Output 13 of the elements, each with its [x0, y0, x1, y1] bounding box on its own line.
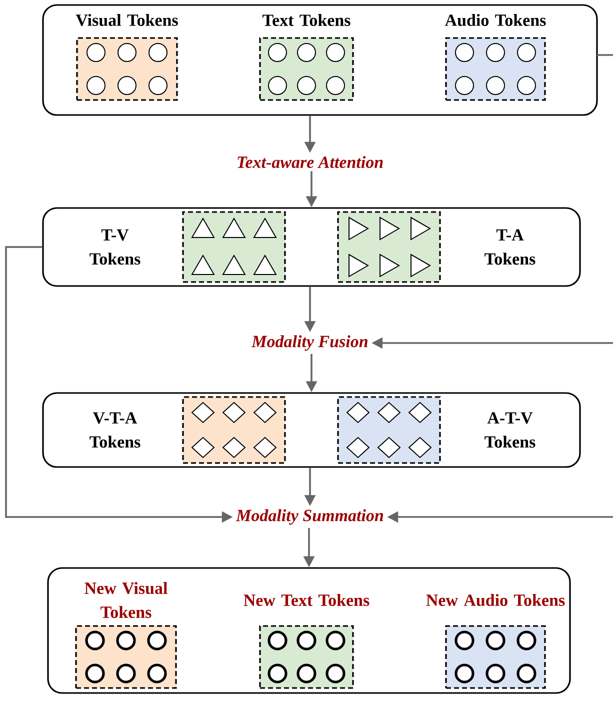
step-label: Text-aware Attention [238, 156, 383, 168]
group-heading: Text Tokens [262, 14, 350, 26]
group-heading: T-A Tokens [484, 229, 536, 265]
step-label: Modality Summation [236, 509, 384, 525]
group-heading: Visual Tokens [76, 14, 178, 26]
group-heading: V-T-A Tokens [90, 412, 140, 448]
group-heading: New Text Tokens [244, 594, 370, 606]
group-heading: T-V Tokens [90, 229, 140, 265]
step-label: Modality Fusion [251, 335, 368, 351]
group-heading: New Visual Tokens [84, 582, 168, 618]
group-heading: Audio Tokens [444, 14, 546, 26]
group-heading: New Audio Tokens [426, 594, 565, 606]
group-heading: A-T-V Tokens [484, 412, 536, 448]
